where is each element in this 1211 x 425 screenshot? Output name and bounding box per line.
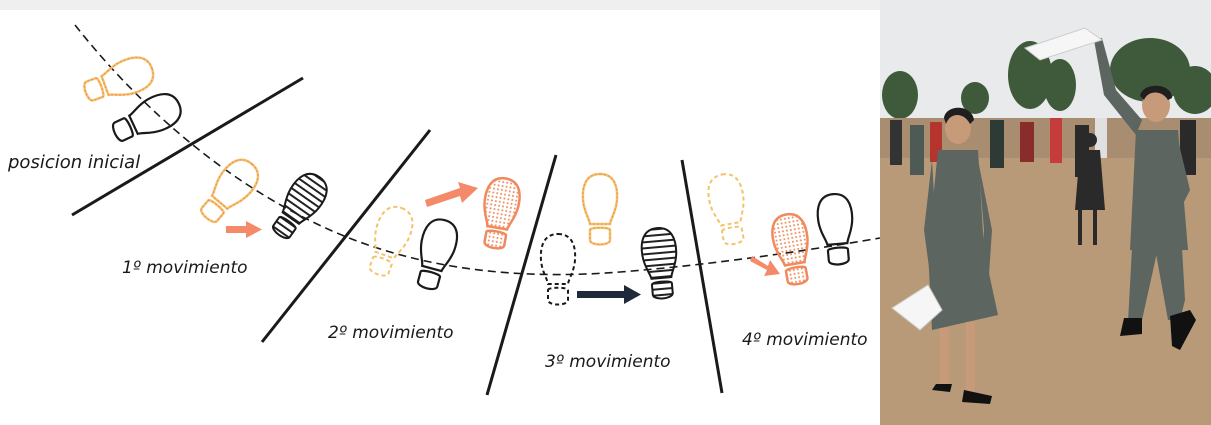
shoe-move4-orange-faded — [705, 172, 751, 247]
shoe-move3-black — [640, 227, 680, 300]
shoe-move4-orange — [769, 212, 815, 287]
label-move-2: 2º movimiento — [328, 323, 454, 343]
label-move-4: 4º movimiento — [742, 330, 868, 350]
dance-steps-diagram: posicion inicial 1º movimiento 2º movimi… — [0, 0, 880, 425]
separator-line-4 — [682, 160, 722, 393]
dance-path — [75, 25, 880, 275]
label-initial-position: posicion inicial — [8, 152, 140, 173]
shoe-initial-black — [108, 88, 186, 149]
shoe-move3-orange — [583, 174, 617, 245]
shoe-move1-orange — [193, 153, 265, 229]
arrow-move1 — [226, 221, 262, 238]
label-move-3: 3º movimiento — [545, 352, 671, 372]
shoe-move1-black — [265, 167, 334, 244]
label-move-1: 1º movimiento — [122, 258, 248, 278]
shoe-move3-black-faded — [541, 234, 575, 305]
shoe-move2-orange-faded — [361, 202, 417, 280]
shoe-move2-black — [410, 216, 461, 293]
steps-drawing — [0, 0, 880, 425]
shoe-move4-black — [816, 193, 856, 266]
arrow-move4 — [750, 256, 780, 276]
photo-illustration — [880, 0, 1211, 425]
arrow-move3 — [577, 285, 641, 304]
dancers-photo — [880, 0, 1211, 425]
shoe-move2-orange — [477, 176, 523, 251]
separator-line-1 — [72, 78, 303, 215]
arrow-move2 — [425, 182, 478, 207]
